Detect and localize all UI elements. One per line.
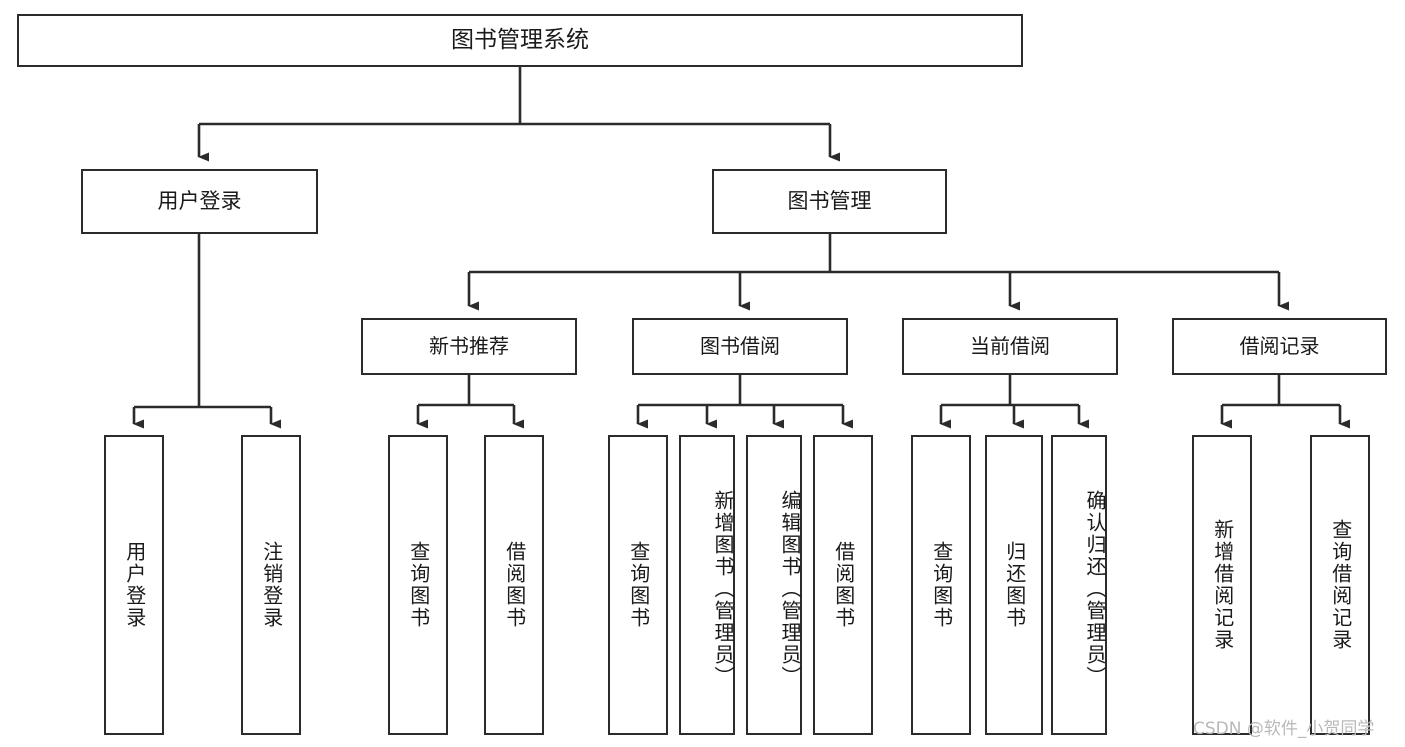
node-leaf-user-login[interactable]: 用户登录 bbox=[104, 435, 164, 735]
node-label: 查询图书 bbox=[626, 541, 651, 629]
node-new-book-recommend[interactable]: 新书推荐 bbox=[361, 318, 577, 375]
node-label: 确认归还（管理员） bbox=[1083, 490, 1107, 688]
node-label: 借阅图书 bbox=[502, 541, 527, 629]
node-label: 图书借阅 bbox=[700, 333, 780, 358]
node-leaf-add-borrow-record[interactable]: 新增借阅记录 bbox=[1192, 435, 1252, 735]
node-book-borrow[interactable]: 图书借阅 bbox=[632, 318, 848, 375]
node-leaf-return-book[interactable]: 归还图书 bbox=[985, 435, 1043, 735]
node-borrow-record[interactable]: 借阅记录 bbox=[1172, 318, 1387, 375]
node-leaf-logout-login[interactable]: 注销登录 bbox=[241, 435, 301, 735]
node-label: 借阅记录 bbox=[1239, 333, 1320, 358]
node-label: 图书管理 bbox=[787, 189, 872, 214]
node-label: 借阅图书 bbox=[831, 541, 856, 629]
node-root[interactable]: 图书管理系统 bbox=[17, 14, 1023, 67]
node-leaf-query-borrow-record[interactable]: 查询借阅记录 bbox=[1310, 435, 1370, 735]
node-label: 注销登录 bbox=[259, 541, 284, 629]
node-label: 查询图书 bbox=[406, 541, 431, 629]
node-label: 当前借阅 bbox=[970, 333, 1050, 358]
node-label: 归还图书 bbox=[1002, 541, 1027, 629]
node-leaf-query-book-3[interactable]: 查询图书 bbox=[911, 435, 971, 735]
node-leaf-add-book[interactable]: 新增图书（管理员） bbox=[679, 435, 735, 735]
node-label: 用户登录 bbox=[157, 189, 242, 214]
node-current-borrow[interactable]: 当前借阅 bbox=[902, 318, 1118, 375]
node-label: 用户登录 bbox=[122, 541, 147, 629]
node-leaf-query-book-2[interactable]: 查询图书 bbox=[608, 435, 668, 735]
node-book-manage[interactable]: 图书管理 bbox=[712, 169, 947, 234]
node-label: 图书管理系统 bbox=[451, 27, 589, 54]
node-leaf-borrow-book-2[interactable]: 借阅图书 bbox=[813, 435, 873, 735]
node-leaf-confirm-return[interactable]: 确认归还（管理员） bbox=[1051, 435, 1107, 735]
node-label: 编辑图书（管理员） bbox=[778, 490, 802, 688]
csdn-watermark: CSDN @软件_小贺同学 bbox=[1193, 719, 1375, 739]
node-leaf-borrow-book-1[interactable]: 借阅图书 bbox=[484, 435, 544, 735]
node-leaf-edit-book[interactable]: 编辑图书（管理员） bbox=[746, 435, 802, 735]
node-leaf-query-book-1[interactable]: 查询图书 bbox=[388, 435, 448, 735]
node-user-login[interactable]: 用户登录 bbox=[81, 169, 318, 234]
node-label: 新增图书（管理员） bbox=[711, 490, 735, 688]
node-label: 新增借阅记录 bbox=[1210, 519, 1235, 651]
node-label: 新书推荐 bbox=[429, 333, 509, 358]
node-label: 查询借阅记录 bbox=[1328, 519, 1353, 651]
node-label: 查询图书 bbox=[929, 541, 954, 629]
